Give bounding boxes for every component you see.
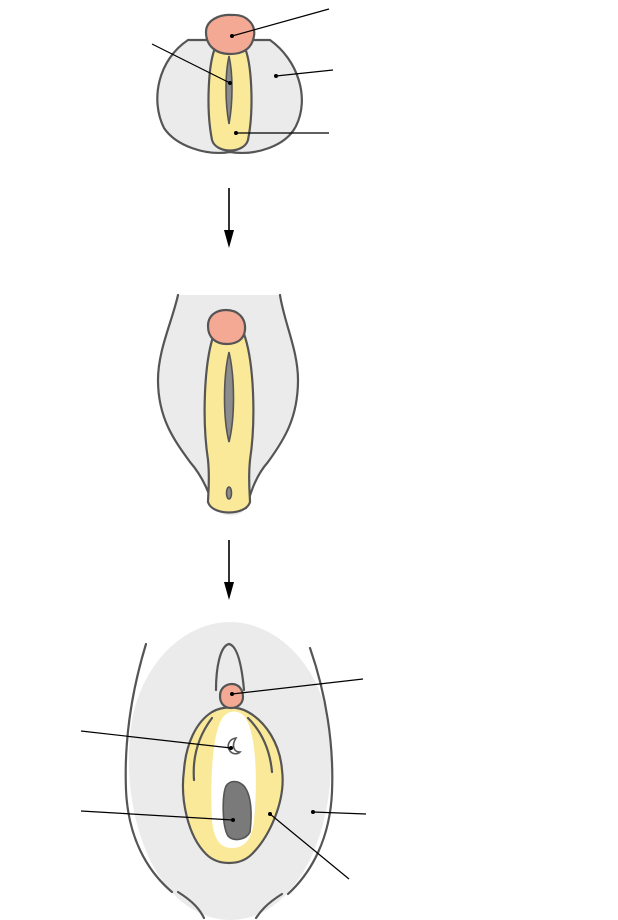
leader-labioscrotal-swelling [275,69,334,77]
leader-urogenital-fold-dot [234,131,238,135]
stage2-urogenital-groove [223,351,235,443]
stage3-vaginal-opening [222,780,252,841]
stage3-clitoris [218,682,245,710]
stage2-glans [206,308,247,346]
leader-glans [231,8,330,37]
stage3-labia-minora-fold-left [192,716,214,782]
leader-urogenital-groove-dot [228,81,232,85]
leader-clitoris [231,678,364,695]
leader-labia-minora [269,813,350,880]
leader-urethral-opening-dot [229,746,233,750]
leader-labioscrotal-swelling-dot [274,74,278,78]
arrow-stage1-to-stage2 [224,188,234,248]
leader-labia-minora-dot [268,812,272,816]
stage2-skin-outline [156,293,216,510]
leader-urethral-opening [80,730,232,749]
leader-clitoris-dot [230,692,234,696]
stage1-glans [204,13,256,56]
leader-glans-dot [230,34,234,38]
stage3-outline-bottom-left [176,890,206,920]
leader-vaginal-opening-dot [231,818,235,822]
stage3-prepuce [214,642,246,692]
stage3-outline-bottom-right [254,892,284,920]
arrow-stage2-to-stage3 [224,540,234,600]
stage1-urogenital-groove [225,55,233,125]
stage3-urethral-opening [227,736,242,755]
stage3-labia-minora-fold-right [246,716,274,774]
leader-vaginal-opening [80,810,234,821]
intermediate-stage [156,293,300,516]
leader-urogenital-groove [151,43,231,84]
leader-labia-majora-dot [311,810,315,814]
leader-labia-majora [312,811,367,815]
stage3-outline-right [286,646,334,896]
stage3-outline-left [124,642,174,894]
stage2-skin-outline-right [244,293,300,510]
female-stage [80,622,367,920]
stage2-urethral-opening [225,486,233,500]
indifferent-stage [151,8,334,154]
